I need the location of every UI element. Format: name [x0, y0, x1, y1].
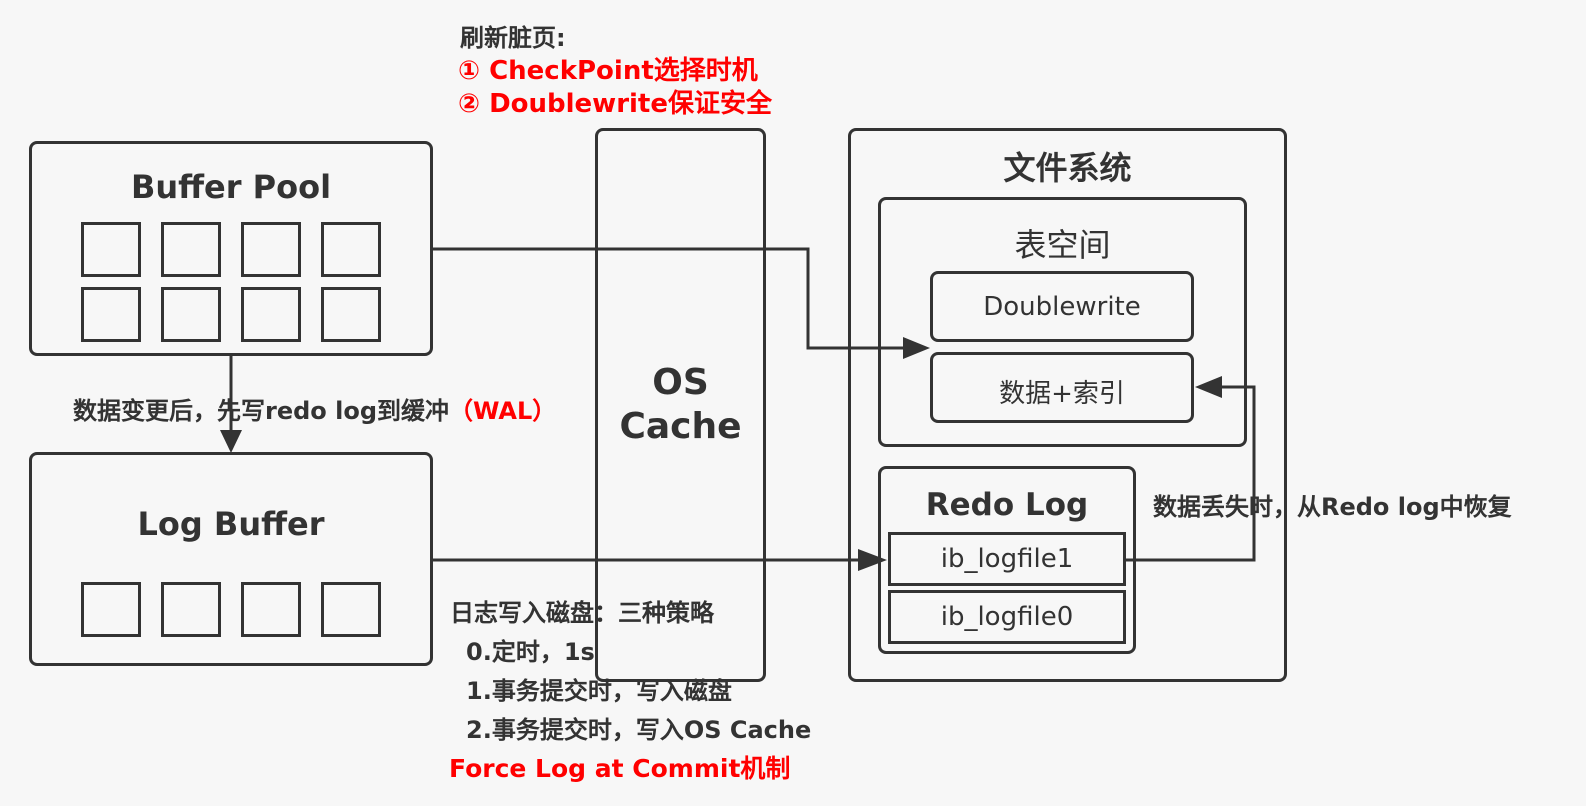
flush-line-doublewrite: ② Doublewrite保证安全	[458, 89, 772, 119]
recover-arrowhead	[1195, 376, 1222, 398]
flush-arrow	[433, 247, 905, 350]
flush-line-checkpoint: ① CheckPoint选择时机	[458, 56, 758, 86]
data-index-label: 数据+索引	[999, 379, 1125, 409]
tablespace-title: 表空间	[1014, 226, 1111, 264]
log-buffer-block	[241, 582, 301, 637]
disk-write-heading: 日志写入磁盘：三种策略	[450, 599, 714, 627]
ib-logfile1-label: ib_logfile1	[940, 544, 1074, 574]
buffer-pool-title: Buffer Pool	[130, 168, 332, 206]
doublewrite-box: Doublewrite	[930, 271, 1194, 342]
buffer-page	[241, 287, 301, 342]
doublewrite-label: Doublewrite	[983, 292, 1141, 322]
flush-arrowhead	[903, 337, 930, 359]
flush-heading: 刷新脏页:	[460, 24, 566, 52]
os-cache-label-line1: OS	[652, 362, 709, 403]
buffer-page	[321, 287, 381, 342]
log-buffer-title: Log Buffer	[137, 505, 325, 543]
disk-write-option-0: 0.定时，1s	[466, 638, 595, 666]
buffer-page	[161, 287, 221, 342]
buffer-page	[81, 222, 141, 277]
data-index-box: 数据+索引	[930, 352, 1194, 423]
log-buffer-box: Log Buffer	[29, 452, 433, 666]
ib-logfile1-box: ib_logfile1	[888, 532, 1126, 586]
wal-arrowhead	[220, 430, 242, 453]
log-buffer-block	[321, 582, 381, 637]
disk-write-option-1: 1.事务提交时，写入磁盘	[466, 677, 732, 705]
force-log-mechanism: Force Log at Commit机制	[449, 754, 791, 783]
filesystem-title: 文件系统	[1003, 149, 1132, 187]
wal-note-highlight: （WAL）	[449, 397, 557, 425]
buffer-page	[321, 222, 381, 277]
log-buffer-block	[161, 582, 221, 637]
ib-logfile0-label: ib_logfile0	[940, 602, 1074, 632]
buffer-pool-box: Buffer Pool	[29, 141, 433, 356]
buffer-page	[161, 222, 221, 277]
log-buffer-block	[81, 582, 141, 637]
buffer-page	[81, 287, 141, 342]
wal-note: 数据变更后，先写redo log到缓冲（WAL）	[73, 391, 556, 426]
os-cache-box: OS Cache	[595, 128, 766, 682]
buffer-page	[241, 222, 301, 277]
recover-arrow	[1126, 385, 1256, 562]
wal-note-text: 数据变更后，先写redo log到缓冲	[73, 397, 450, 425]
disk-write-option-2: 2.事务提交时，写入OS Cache	[466, 716, 812, 744]
log-write-arrowhead	[858, 549, 887, 571]
redo-log-title: Redo Log	[925, 487, 1089, 523]
os-cache-label-line2: Cache	[619, 406, 742, 447]
ib-logfile0-box: ib_logfile0	[888, 590, 1126, 644]
recover-note: 数据丢失时，从Redo log中恢复	[1153, 493, 1512, 521]
